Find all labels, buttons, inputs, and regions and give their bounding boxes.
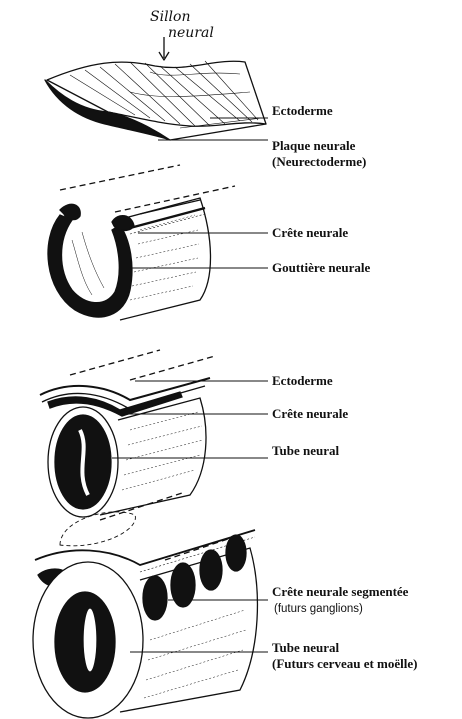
stage2-neural-groove-drawing (48, 165, 235, 320)
label-ectoderme-3: Ectoderme (272, 373, 333, 389)
stage1-neural-plate-drawing (45, 37, 266, 140)
handwritten-label-neural: neural (168, 26, 214, 41)
label-crete-neurale-2: Crête neurale (272, 225, 348, 241)
label-tube-neural-3: Tube neural (272, 443, 339, 459)
label-futurs-ganglions: (futurs ganglions) (274, 602, 363, 616)
label-neurectoderme: (Neurectoderme) (272, 154, 366, 170)
label-futurs-cerveau: (Futurs cerveau et moëlle) (272, 656, 417, 672)
label-crete-neurale-3: Crête neurale (272, 406, 348, 422)
label-gouttiere-neurale: Gouttière neurale (272, 260, 370, 276)
stage3-neural-tube-drawing (40, 350, 215, 517)
stage4-segmented-crest-drawing (33, 492, 257, 718)
label-plaque-neurale: Plaque neurale (272, 138, 355, 154)
label-ectoderme-1: Ectoderme (272, 103, 333, 119)
label-crete-segmentee: Crête neurale segmentée (272, 584, 408, 600)
handwritten-label-sillon: Sillon (150, 10, 190, 25)
label-tube-neural-4: Tube neural (272, 640, 339, 656)
